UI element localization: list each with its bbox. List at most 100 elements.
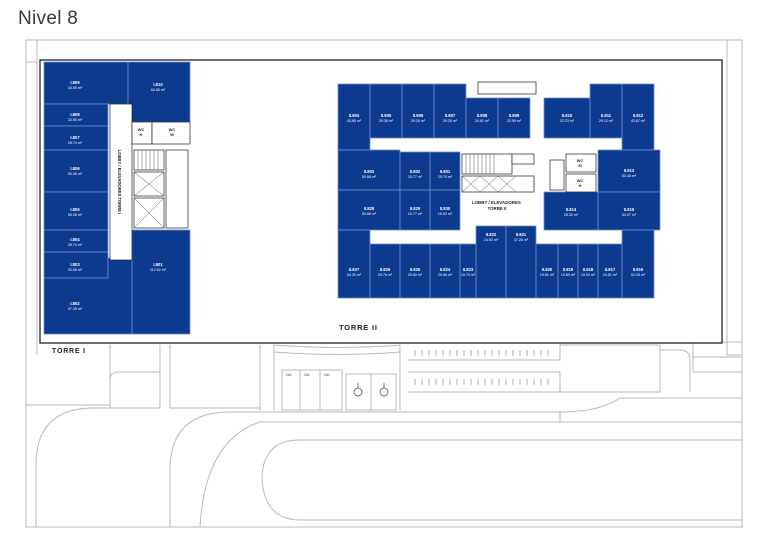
torre-2-unit-area: 19.80 m² [561,273,576,277]
torre-2-unit-id: II.811 [601,113,612,118]
torre-2-unit-area: 50.88 m² [362,175,377,179]
torre-1-unit-area: 28.74 m² [68,243,83,247]
torre-2-unit-id: II.803 [364,169,375,174]
torre-1-unit-area: 28.74 m² [68,141,83,145]
torre-1-unit-id: I.809 [70,80,80,85]
torre-2-unit-id: II.809 [509,113,520,118]
torre-2-unit-area: 29.26 m² [411,119,426,123]
torre-1-core-detail [133,150,165,229]
torre-2-unit-area: 29.76 m² [378,273,393,277]
site-lines [25,39,743,528]
torre-2-unit-area: 29.36 m² [379,119,394,123]
accessible-parking-icon [353,383,389,397]
torre-1-unit-id: I.804 [70,237,80,242]
torre-2-unit-id: II.808 [477,113,488,118]
torre-2-unit-area: 50.88 m² [362,212,377,216]
torre-1-unit-area: 32.55 m² [68,268,83,272]
torre-2-unit-area: 22.59 m² [507,119,522,123]
torre-2-unit-id: II.816 [633,267,644,272]
torre-1-unit-id: I.803 [70,262,80,267]
torre-2-unit-area: 54.07 m² [622,213,637,217]
torre-2-unit-area: 64.39 m² [347,273,362,277]
torre-2-lobby-label: LOBBY / ELEVADORES TORRE II [472,200,522,211]
torre-2-core-detail [461,154,517,193]
torre-1-unit-id: I.802 [70,301,80,306]
torre-2 [337,83,661,299]
torre-2-unit-area: 37.26 m² [514,238,529,242]
torre-2-unit-id: II.827 [349,267,360,272]
torre-2-unit-id: II.830 [440,206,451,211]
torre-2-unit-id: II.826 [380,267,391,272]
torre-2-unit-area: 22.23 m² [560,119,575,123]
torre-2-unit-id: II.801 [440,169,451,174]
torre-2-core [461,81,597,193]
torre-2-unit-area: 53.48 m² [622,174,637,178]
page-title: Nivel 8 [18,8,79,29]
torre-1-unit-id: I.808 [70,112,80,117]
torre-2-unit-area: 19.81 m² [540,273,555,277]
torre-1-unit-area: 62.85 m² [151,88,166,92]
torre-2-unit-area: 15.77 m² [408,212,423,216]
torre-2-unit-id: II.818 [583,267,594,272]
torre-2-unit-id: II.828 [364,206,375,211]
torre-1-unit-area: 97.39 m² [68,307,83,311]
torre-2-unit-area: 43.85 m² [347,119,362,123]
torre-2-unit-area: 15.77 m² [408,175,423,179]
torre-2-unit-id: II.812 [633,113,644,118]
torre-1-unit-id: I.801 [153,262,163,267]
parking-stalls [414,350,549,385]
torre-1-unit-id: I.806 [70,166,80,171]
torre-2-unit-area: 29.66 m² [438,273,453,277]
torre-1-unit-id: I.805 [70,207,80,212]
torre-2-unit-id: II.807 [445,113,456,118]
torre-2-unit-area: 19.70 m² [461,273,476,277]
torre-1-unit-area: 50.08 m² [68,172,83,176]
torre-2-unit-id: II.829 [410,206,421,211]
torre-2-unit-area: 24.92 m² [484,238,499,242]
torre-2-unit-area: 52.28 m² [631,273,646,277]
torre-2-unit-area: 20.79 m² [438,175,453,179]
torre-2-unit-id: II.802 [410,169,421,174]
torre-2-unit-id: II.805 [381,113,392,118]
torre-1-lobby-label: LOBBY / ELEVADORES TORRE I [117,150,122,215]
torre-2-unit-area: 43.87 m² [631,119,646,123]
torre-2-unit-id: II.819 [563,267,574,272]
torre-2-unit-id: II.823 [463,267,474,272]
torre-2-unit-id: II.824 [440,267,451,272]
torre-2-unit-area: 28.32 m² [564,213,579,217]
torre-2-unit-id: II.806 [413,113,424,118]
torre-1-unit-id: I.810 [153,82,163,87]
torre-2-unit-id: II.814 [566,207,577,212]
torre-1-unit-area: 112.62 m² [150,268,167,272]
torre-2-unit-id: II.813 [624,168,635,173]
torre-2-unit-area: 24.61 m² [475,119,490,123]
torre-1-unit-area: 32.55 m² [68,118,83,122]
torre-1-unit-area: 43.65 m² [68,86,83,90]
torre-2-unit-area: 29.60 m² [408,273,423,277]
torre-2-unit-id: II.815 [624,207,635,212]
torre-2-unit-area: 19.93 m² [581,273,596,277]
torre-2-unit-area: 24.51 m² [603,273,618,277]
torre-2-unit-id: II.817 [605,267,616,272]
torre-1-unit-id: I.807 [70,135,80,140]
torre-2-unit-id: II.821 [516,232,527,237]
torre-1-unit-area: 50.08 m² [68,213,83,217]
torre-2-unit-area: 29.26 m² [443,119,458,123]
torre-2-unit-area: 15.92 m² [438,212,453,216]
torre-2-unit-id: II.822 [486,232,497,237]
torre-2-label: TORRE II [339,323,378,332]
torre-2-unit-area: 29.12 m² [599,119,614,123]
torre-2-unit-id: II.820 [542,267,553,272]
torre-1-label: TORRE I [52,348,86,355]
parking-ctrl-3: Ctrl [324,373,330,377]
parking-ctrl-1: Ctrl [286,373,292,377]
torre-2-unit-id: II.810 [562,113,573,118]
parking-ctrl-2: Ctrl [304,373,310,377]
torre-2-unit-id: II.804 [349,113,360,118]
